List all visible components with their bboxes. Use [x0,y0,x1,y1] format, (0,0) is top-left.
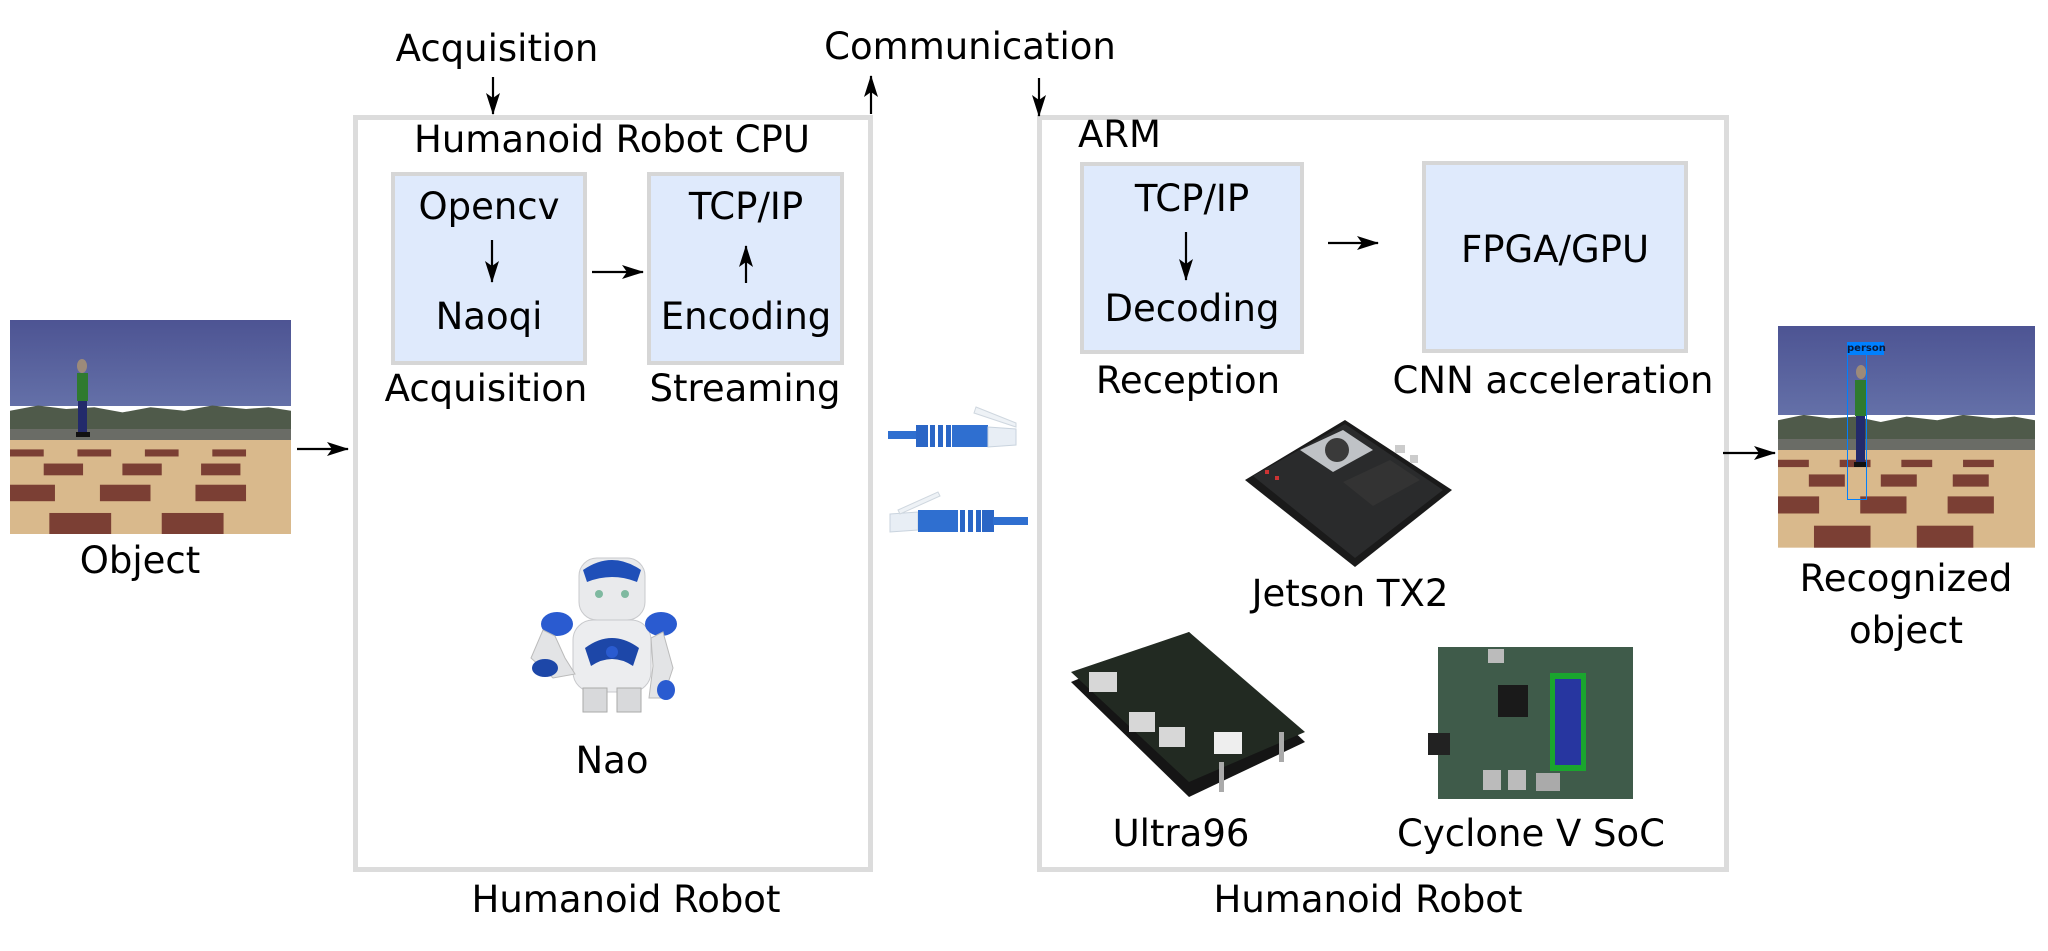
stage-acceleration-label: FPGA/GPU [1460,228,1650,271]
robot-cpu-caption: Humanoid Robot [471,878,781,921]
arm-caption: Humanoid Robot [1213,878,1523,921]
ultra96-label: Ultra96 [1112,812,1250,855]
arm-title: ARM [1078,113,1161,156]
ethernet-cable-outgoing-icon [888,406,1017,448]
stage-reception-caption: Reception [1095,359,1281,402]
output-scene-image: person [1778,326,2035,548]
nao-robot-image [530,557,677,713]
stage-acceleration-caption: CNN acceleration [1392,359,1714,402]
stage-acceleration-box [1422,161,1688,353]
mountains [1778,414,2035,442]
ground-band [1778,439,2035,453]
stage-acquisition-box [391,172,587,365]
mountains [10,405,291,432]
sky [1778,326,2035,415]
jetson-tx2-label: Jetson TX2 [1251,572,1449,615]
communication-top-label: Communication [824,25,1116,68]
ultra96-image [1071,632,1305,797]
stage-reception-bottom: Decoding [1104,287,1280,330]
stage-reception-top: TCP/IP [1134,177,1250,220]
input-label: Object [79,539,201,582]
nao-label: Nao [575,739,649,782]
jetson-tx2-image [1245,420,1452,567]
robot-cpu-title: Humanoid Robot CPU [414,118,810,161]
person-figure [76,359,90,437]
stage-streaming-top: TCP/IP [688,185,804,228]
stage-reception-box [1080,162,1304,354]
detection-bounding-box [1847,354,1867,500]
stage-streaming-bottom: Encoding [660,295,832,338]
checkerboard-floor [10,439,291,534]
cyclone-v-soc-image [1428,647,1633,799]
ethernet-cable-incoming-icon [889,491,1028,533]
stage-acquisition-caption: Acquisition [384,367,588,410]
cyclone-v-soc-label: Cyclone V SoC [1397,812,1665,855]
acquisition-top-label: Acquisition [395,27,599,70]
output-label-line2: object [1848,609,1964,652]
output-label-line1: Recognized [1799,557,2013,600]
stage-acquisition-top: Opencv [418,185,560,228]
sky [10,320,291,406]
stage-acquisition-bottom: Naoqi [435,295,543,338]
checkerboard-floor [1778,450,2035,548]
detection-label: person [1847,342,1886,355]
stage-streaming-caption: Streaming [649,367,841,410]
input-scene-image [10,320,291,534]
person-figure [1854,365,1867,467]
